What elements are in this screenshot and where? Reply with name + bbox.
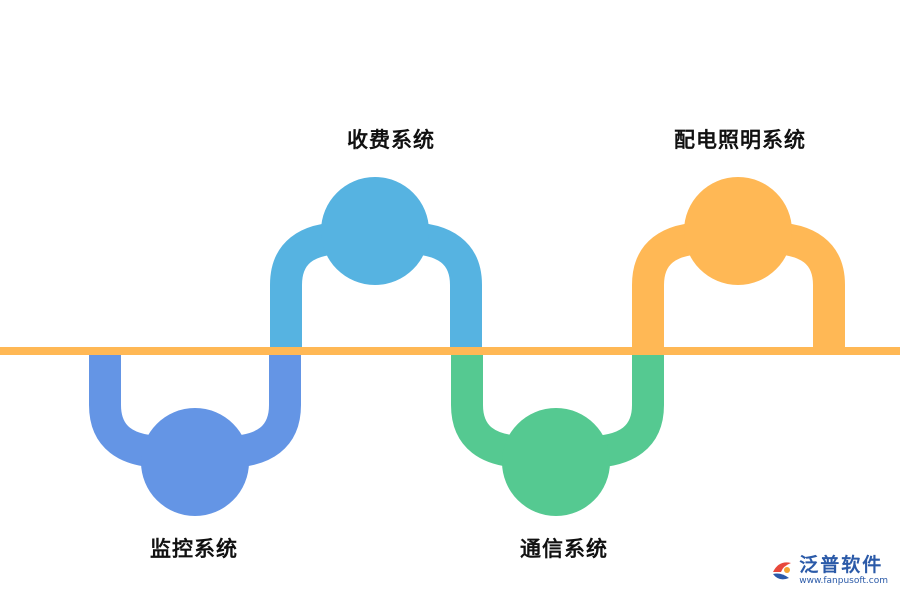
axis-line — [0, 347, 900, 355]
fanpu-logo-icon — [773, 561, 792, 579]
node-toll — [270, 177, 482, 352]
label-monitoring: 监控系统 — [150, 537, 238, 561]
watermark-url: www.fanpusoft.com — [799, 576, 888, 586]
node-circle-lighting — [684, 177, 792, 285]
node-monitoring — [89, 352, 301, 516]
node-lighting — [632, 177, 845, 352]
node-communication — [451, 352, 664, 516]
label-toll: 收费系统 — [347, 128, 435, 152]
node-circle-toll — [321, 177, 429, 285]
node-circle-monitoring — [141, 408, 249, 516]
label-lighting: 配电照明系统 — [674, 128, 806, 152]
label-communication: 通信系统 — [520, 537, 608, 561]
watermark-name: 泛普软件 — [799, 554, 884, 576]
node-circle-communication — [502, 408, 610, 516]
watermark-logo: 泛普软件 www.fanpusoft.com — [769, 555, 888, 586]
